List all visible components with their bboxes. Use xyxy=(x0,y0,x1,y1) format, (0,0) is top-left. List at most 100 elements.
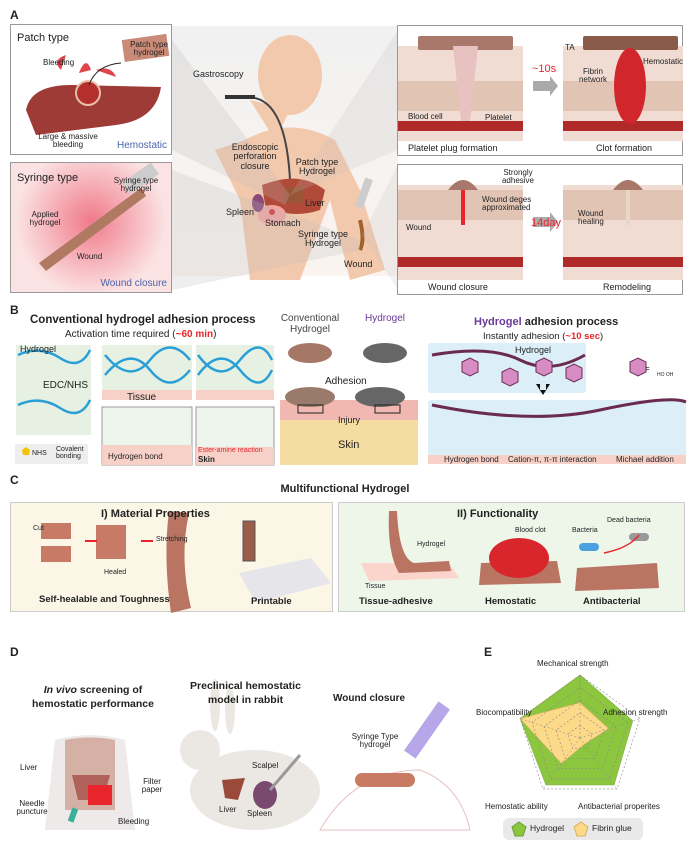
panel-label-a: A xyxy=(10,8,19,22)
covalent-legend: Covalent bonding xyxy=(56,446,84,461)
catechol-label: HO OH xyxy=(657,372,674,378)
syringe-type-title: Syringe type xyxy=(17,172,79,184)
activation-time: ~60 min xyxy=(175,329,214,340)
massive-bleeding-label: Large & massive bleeding xyxy=(38,132,98,150)
legend-swatch-hydrogel xyxy=(511,821,527,837)
wound-healing-label: Wound healing xyxy=(578,209,604,227)
nhs-legend: NHS xyxy=(32,450,47,457)
adhesion-label: Adhesion xyxy=(325,376,367,387)
paren2: ) xyxy=(600,331,604,342)
conventional-process-title: Conventional hydrogel adhesion process xyxy=(30,314,256,326)
hydrogel-process-title: Hydrogel adhesion process xyxy=(474,316,619,329)
platelet-label: Platelet xyxy=(485,113,512,122)
wound-closure-title-d: Wound closure xyxy=(333,693,406,704)
legend-swatch-fibrin xyxy=(573,821,589,837)
instantly-adhesion-text: Instantly adhesion (~10 sec) xyxy=(483,332,603,342)
endoscopic-label: Endoscopic perforation closure xyxy=(231,142,279,171)
panel-b-graphics xyxy=(15,343,687,466)
healing-wound-label: Wound xyxy=(406,223,432,232)
patch-hydrogel-label: Patch type hydrogel xyxy=(130,40,168,58)
injury-label: Injury xyxy=(338,415,361,425)
hydrogel-label-b1: Hydrogel xyxy=(20,344,57,354)
hydrogel-label-c: Hydrogel xyxy=(417,541,446,548)
axis-label-hemostatic: Hemostatic ability xyxy=(485,802,548,811)
needle-puncture-label: Needle puncture xyxy=(16,799,48,817)
rabbit-model-title: Preclinical hemostatic model in rabbit xyxy=(190,680,301,706)
cut-label: Cut xyxy=(33,525,44,532)
patch-type-title: Patch type xyxy=(17,32,69,44)
bacteria-label: Bacteria xyxy=(572,527,598,534)
spleen-label-rabbit: Spleen xyxy=(247,809,272,818)
remodeling-caption: Remodeling xyxy=(603,282,652,292)
radar-axis xyxy=(542,737,581,790)
applied-hydrogel-label: Applied hydrogel xyxy=(29,210,61,228)
edc-nhs-label: EDC/NHS xyxy=(43,380,89,391)
radar-axis xyxy=(579,737,618,790)
panel-label-e: E xyxy=(484,645,493,659)
legend-hydrogel: Hydrogel xyxy=(530,823,565,833)
material-properties-box: I) Material Properties Cut Healed Stretc… xyxy=(10,502,333,613)
radar-axis xyxy=(520,718,581,739)
radar-legend: Hydrogel Fibrin glue xyxy=(503,818,643,840)
radar-ring xyxy=(531,687,629,780)
ester-amine-label: Ester-amine reaction xyxy=(198,447,263,454)
legend-swatches xyxy=(511,821,589,837)
blood-clot-label: Blood clot xyxy=(515,527,546,534)
bleeding-label-d: Bleeding xyxy=(118,817,150,826)
scalpel-label: Scalpel xyxy=(252,761,279,770)
wound-closure-tag: Wound closure xyxy=(100,277,167,289)
panel-label-b: B xyxy=(10,303,19,317)
blood-cell-label: Blood cell xyxy=(408,112,443,121)
radar-ring xyxy=(543,699,617,769)
axis-label-biocompatibility: Biocompatibility xyxy=(476,708,532,717)
fibrin-network-label: Fibrin network xyxy=(578,67,607,85)
hemostatic-tag: Hemostatic xyxy=(116,139,167,151)
syringe-type-box: Syringe type Syringe type hydrogel Appli… xyxy=(10,162,172,293)
mech-hydrogen-bond: Hydrogen bond xyxy=(444,455,499,464)
activation-label: Activation time required ( xyxy=(65,329,176,340)
panel-a-graphics xyxy=(172,30,398,290)
in-vivo-title-1: In vivo screening of xyxy=(18,684,168,696)
spleen-label: Spleen xyxy=(226,207,255,217)
dead-bacteria-label: Dead bacteria xyxy=(607,517,651,524)
skin-label-small: Skin xyxy=(198,455,215,464)
axis-label-mechanical: Mechanical strength xyxy=(537,659,609,668)
material-properties-title: I) Material Properties xyxy=(101,508,210,520)
wound-closure-caption: Wound closure xyxy=(428,282,488,292)
tissue-adhesive-caption: Tissue-adhesive xyxy=(359,596,433,607)
wound-label: Wound xyxy=(77,252,103,261)
hydrogel-label-b2: Hydrogel xyxy=(515,345,552,355)
hemostatic-label: Hemostatic xyxy=(643,57,684,66)
platelet-plug-caption: Platelet plug formation xyxy=(408,143,498,153)
mech-michael: Michael addition xyxy=(616,455,674,464)
title-hydrogel: Hydrogel xyxy=(474,316,522,328)
equals-sign: = xyxy=(645,364,650,373)
wound-healing-box: Strongly adhesive Wound deges approximat… xyxy=(397,164,683,295)
hemostatic-caption: Hemostatic xyxy=(485,596,537,607)
conventional-hydrogel-label: Conventional Hydrogel xyxy=(280,313,340,335)
functionality-box: II) Functionality Hydrogel Tissue Blood … xyxy=(338,502,685,612)
time-14day: 14day xyxy=(531,217,561,229)
syringe-type-hydrogel-label: Syringe type Hydrogel xyxy=(297,229,349,249)
bleeding-label: Bleeding xyxy=(43,58,75,67)
arm-wound-label: Wound xyxy=(344,259,373,269)
title-rest: adhesion process xyxy=(521,316,619,328)
radar-ring xyxy=(567,725,593,749)
ta-label: TA xyxy=(565,43,575,52)
liver-label: Liver xyxy=(305,198,325,208)
skin-label: Skin xyxy=(338,439,360,451)
tissue-label: Tissue xyxy=(127,392,157,403)
paren: ) xyxy=(213,329,217,340)
axis-label-adhesion: Adhesion strength xyxy=(603,708,668,717)
functionality-title: II) Functionality xyxy=(457,508,539,520)
axis-label-antibacterial: Antibacterial properites xyxy=(578,802,660,811)
instantly-label: Instantly adhesion ( xyxy=(483,331,566,342)
panel-label-c: C xyxy=(10,473,19,487)
gastroscopy-label: Gastroscopy xyxy=(193,69,244,79)
legend-fibrin-glue: Fibrin glue xyxy=(592,823,632,833)
liver-label-d: Liver xyxy=(20,763,38,772)
tissue-label-c: Tissue xyxy=(365,583,386,590)
filter-paper-label: Filter paper xyxy=(141,777,163,795)
syringe-hydrogel-label: Syringe type hydrogel xyxy=(113,176,159,194)
instantly-time: ~10 sec xyxy=(565,331,600,342)
